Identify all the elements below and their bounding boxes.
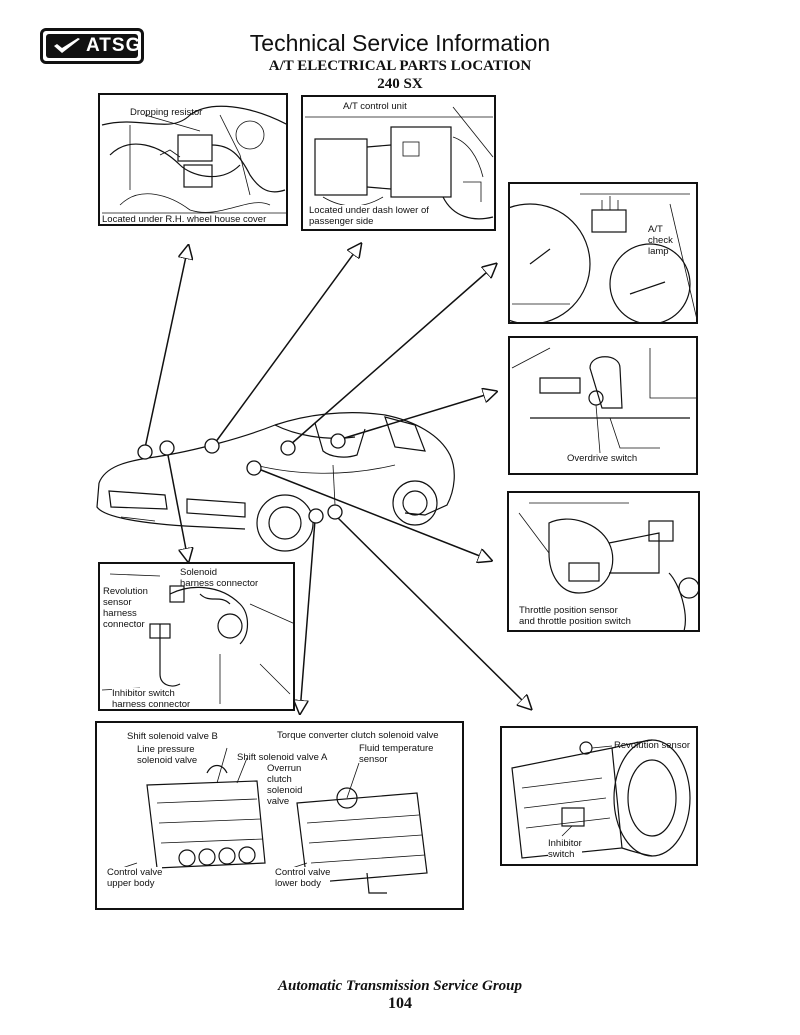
- control-unit-illustration: [305, 106, 494, 220]
- panel-control-valves: Shift solenoid valve B Line pressure sol…: [95, 721, 464, 910]
- page-subtitle: A/T ELECTRICAL PARTS LOCATION: [268, 58, 532, 74]
- marker-transmission: [327, 504, 343, 520]
- footer-company: Automatic Transmission Service Group: [277, 978, 523, 994]
- panel-throttle-sensor: Throttle position sensor and throttle po…: [507, 491, 700, 632]
- panel-dropping-resistor: Dropping resistor Located under R.H. whe…: [98, 93, 288, 226]
- throttle-label: Throttle position sensor and throttle po…: [519, 605, 631, 627]
- control-unit-label: A/T control unit: [343, 101, 407, 112]
- overdrive-illustration: [511, 347, 696, 454]
- atsg-logo: ATSG: [40, 28, 144, 64]
- check-lamp-label: A/T check lamp: [648, 224, 673, 257]
- car-illustration: [96, 412, 455, 552]
- line-pressure-solenoid-label: Line pressure solenoid valve: [137, 744, 198, 766]
- panel-control-unit: A/T control unit Located under dash lowe…: [301, 95, 496, 231]
- control-unit-caption: Located under dash lower of passenger si…: [309, 205, 429, 227]
- marker-dropping-resistor: [137, 444, 153, 460]
- page-title: Technical Service Information: [249, 30, 551, 56]
- panel-overdrive-switch: Overdrive switch: [508, 336, 698, 475]
- inhibitor-switch-label: Inhibitor switch: [548, 838, 582, 860]
- check-lamp-illustration: [510, 193, 696, 322]
- marker-overdrive: [330, 433, 346, 449]
- upper-body-label: Control valve upper body: [107, 867, 163, 889]
- marker-check-lamp: [280, 440, 296, 456]
- harness-illustration: [101, 573, 293, 704]
- marker-valves: [308, 508, 324, 524]
- checkmark-icon: [54, 38, 80, 53]
- torque-converter-solenoid-label: Torque converter clutch solenoid valve: [277, 730, 439, 741]
- shift-solenoid-b-label: Shift solenoid valve B: [127, 731, 218, 742]
- arrow-to-transmission: [334, 514, 530, 708]
- overrun-solenoid-label: Overrun clutch solenoid valve: [267, 763, 303, 807]
- shift-solenoid-a-label: Shift solenoid valve A: [237, 752, 328, 763]
- panel-transmission: Revolution sensor Inhibitor switch: [500, 726, 698, 866]
- marker-throttle: [246, 460, 262, 476]
- throttle-illustration: [518, 502, 698, 630]
- revolution-connector-label: Revolution sensor harness connector: [103, 586, 148, 630]
- arrow-to-valves: [300, 519, 316, 712]
- arrow-to-dropping-resistor: [144, 247, 188, 449]
- dropping-resistor-caption: Located under R.H. wheel house cover: [102, 214, 267, 225]
- lower-body-label: Control valve lower body: [275, 867, 331, 889]
- overdrive-label: Overdrive switch: [567, 453, 638, 464]
- arrow-to-check-lamp: [289, 265, 495, 446]
- solenoid-connector-label: Solenoid harness connector: [180, 567, 259, 589]
- transmission-illustration: [511, 739, 691, 859]
- dropping-resistor-illustration: [101, 105, 286, 214]
- logo-text: ATSG: [86, 35, 142, 56]
- dropping-resistor-label: Dropping resistor: [130, 107, 203, 118]
- panel-harness-connectors: Solenoid harness connector Revolution se…: [98, 562, 295, 711]
- inhibitor-connector-label: Inhibitor switch harness connector: [112, 688, 191, 710]
- control-valves-illustration: [106, 747, 428, 894]
- page-number: 104: [388, 995, 412, 1012]
- panel-check-lamp: A/T check lamp: [508, 182, 698, 324]
- revolution-sensor-label: Revolution sensor: [614, 740, 691, 751]
- vehicle-model: 240 SX: [377, 76, 423, 92]
- arrow-to-overdrive: [337, 392, 495, 441]
- arrow-to-throttle: [255, 467, 490, 560]
- arrow-to-harness: [166, 449, 188, 560]
- marker-harness: [159, 440, 175, 456]
- arrow-to-control-unit: [214, 245, 360, 444]
- marker-control-unit: [204, 438, 220, 454]
- fluid-temp-sensor-label: Fluid temperature sensor: [359, 743, 434, 765]
